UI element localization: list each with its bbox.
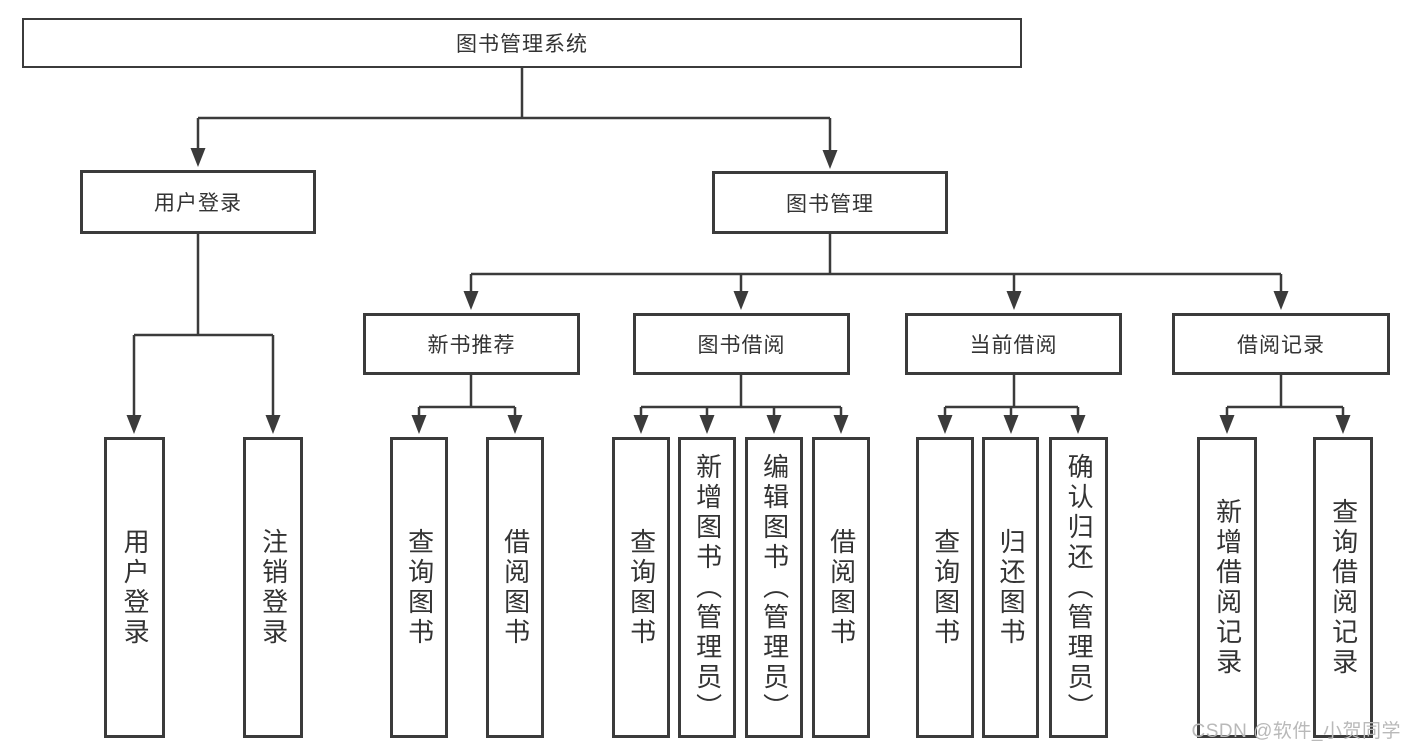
csdn-watermark: CSDN @软件_小贺同学: [1191, 721, 1401, 742]
leaf-borrow-query-book: 查询图书: [612, 437, 670, 738]
leaf-record-query: 查询借阅记录: [1313, 437, 1373, 738]
leaf-current-return-book: 归还图书: [982, 437, 1039, 738]
leaf-record-add: 新增借阅记录: [1197, 437, 1257, 738]
node-borrowing-records: 借阅记录: [1172, 313, 1390, 375]
node-library-management-system: 图书管理系统: [22, 18, 1022, 68]
leaf-borrow-borrow-book: 借阅图书: [812, 437, 870, 738]
node-current-borrowing: 当前借阅: [905, 313, 1122, 375]
leaf-logout: 注销登录: [243, 437, 303, 738]
leaf-borrow-add-book-admin: 新增图书（管理员）: [678, 437, 736, 738]
node-user-login: 用户登录: [80, 170, 316, 234]
leaf-current-query-book: 查询图书: [916, 437, 974, 738]
node-new-book-recommendation: 新书推荐: [363, 313, 580, 375]
leaf-user-login: 用户登录: [104, 437, 165, 738]
leaf-rec-query-book: 查询图书: [390, 437, 448, 738]
node-book-borrowing: 图书借阅: [633, 313, 850, 375]
node-book-management: 图书管理: [712, 171, 948, 234]
arrowheads: [126, 148, 1351, 434]
leaf-current-confirm-return-admin: 确认归还（管理员）: [1049, 437, 1108, 738]
leaf-borrow-edit-book-admin: 编辑图书（管理员）: [745, 437, 803, 738]
leaf-rec-borrow-book: 借阅图书: [486, 437, 544, 738]
